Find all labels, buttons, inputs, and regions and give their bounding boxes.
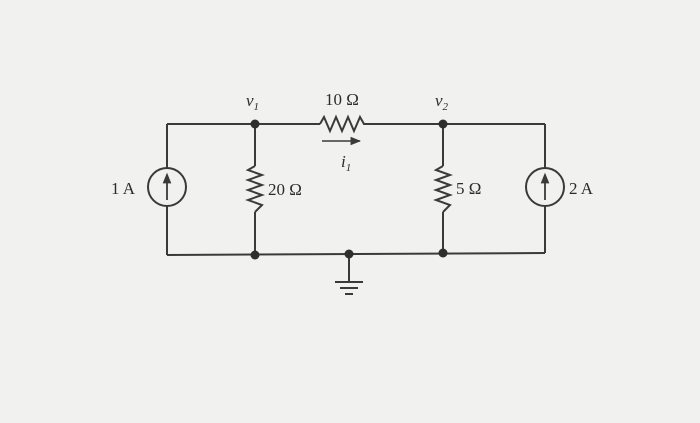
node-v1 — [250, 119, 260, 129]
label-i1-main: i — [341, 152, 346, 171]
label-v2-sub: 2 — [443, 101, 449, 113]
label-source-right: 2 A — [569, 179, 594, 198]
current-source-left — [147, 167, 187, 207]
label-v1-sub: 1 — [254, 101, 260, 113]
label-source-left: 1 A — [111, 179, 136, 198]
node-v2 — [438, 119, 448, 129]
label-resistor-10: 10 Ω — [325, 90, 359, 109]
resistor-10-ohm — [319, 114, 368, 134]
label-resistor-20: 20 Ω — [268, 180, 302, 199]
resistor-20-ohm — [245, 165, 265, 213]
node-bottom-right — [438, 248, 448, 258]
label-i1-sub: 1 — [346, 162, 352, 174]
label-v2-main: v — [435, 91, 443, 110]
label-v1-main: v — [246, 91, 254, 110]
label-resistor-5: 5 Ω — [456, 179, 481, 198]
label-v2: v2 — [435, 91, 449, 113]
label-current-i1: i1 — [341, 152, 351, 174]
bottom-wire — [166, 252, 546, 256]
label-v1: v1 — [246, 91, 259, 113]
node-ground — [344, 249, 354, 259]
resistor-5-ohm — [433, 165, 453, 213]
node-bottom-left — [250, 250, 260, 260]
current-source-right — [525, 167, 565, 207]
ground-symbol — [335, 281, 363, 295]
